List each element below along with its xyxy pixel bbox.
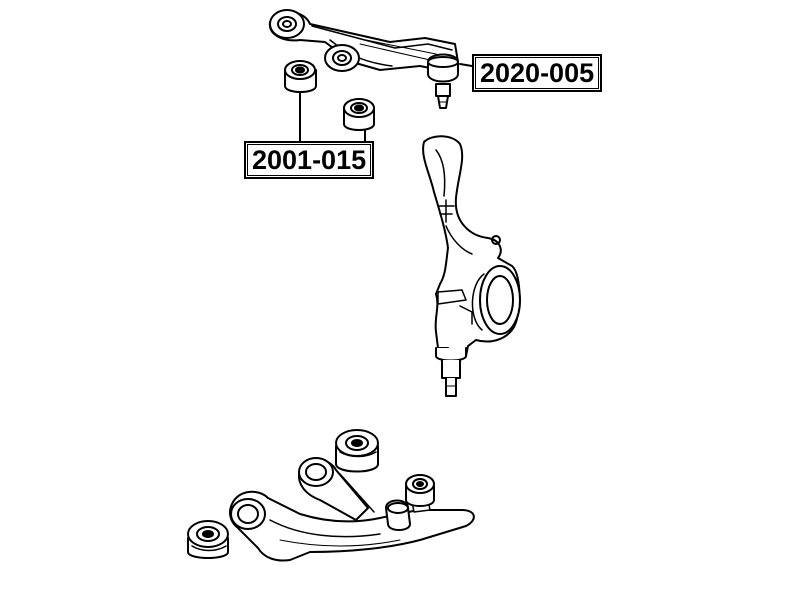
- part-number-label-upper-arm: 2020-005: [472, 54, 603, 92]
- lower-bushing-left: [187, 520, 229, 559]
- part-number-label-bushing: 2001-015: [244, 141, 375, 179]
- lower-bushing-top: [335, 429, 379, 473]
- leader-lines: [299, 63, 473, 144]
- upper-control-arm: [268, 9, 459, 109]
- lower-bushing-right: [405, 474, 435, 507]
- leader-line-upper-arm: [459, 63, 473, 67]
- lower-control-arm: [229, 457, 475, 562]
- upper-bushing-1: [284, 60, 317, 93]
- upper-bushing-2: [343, 98, 375, 131]
- steering-knuckle: [422, 135, 521, 397]
